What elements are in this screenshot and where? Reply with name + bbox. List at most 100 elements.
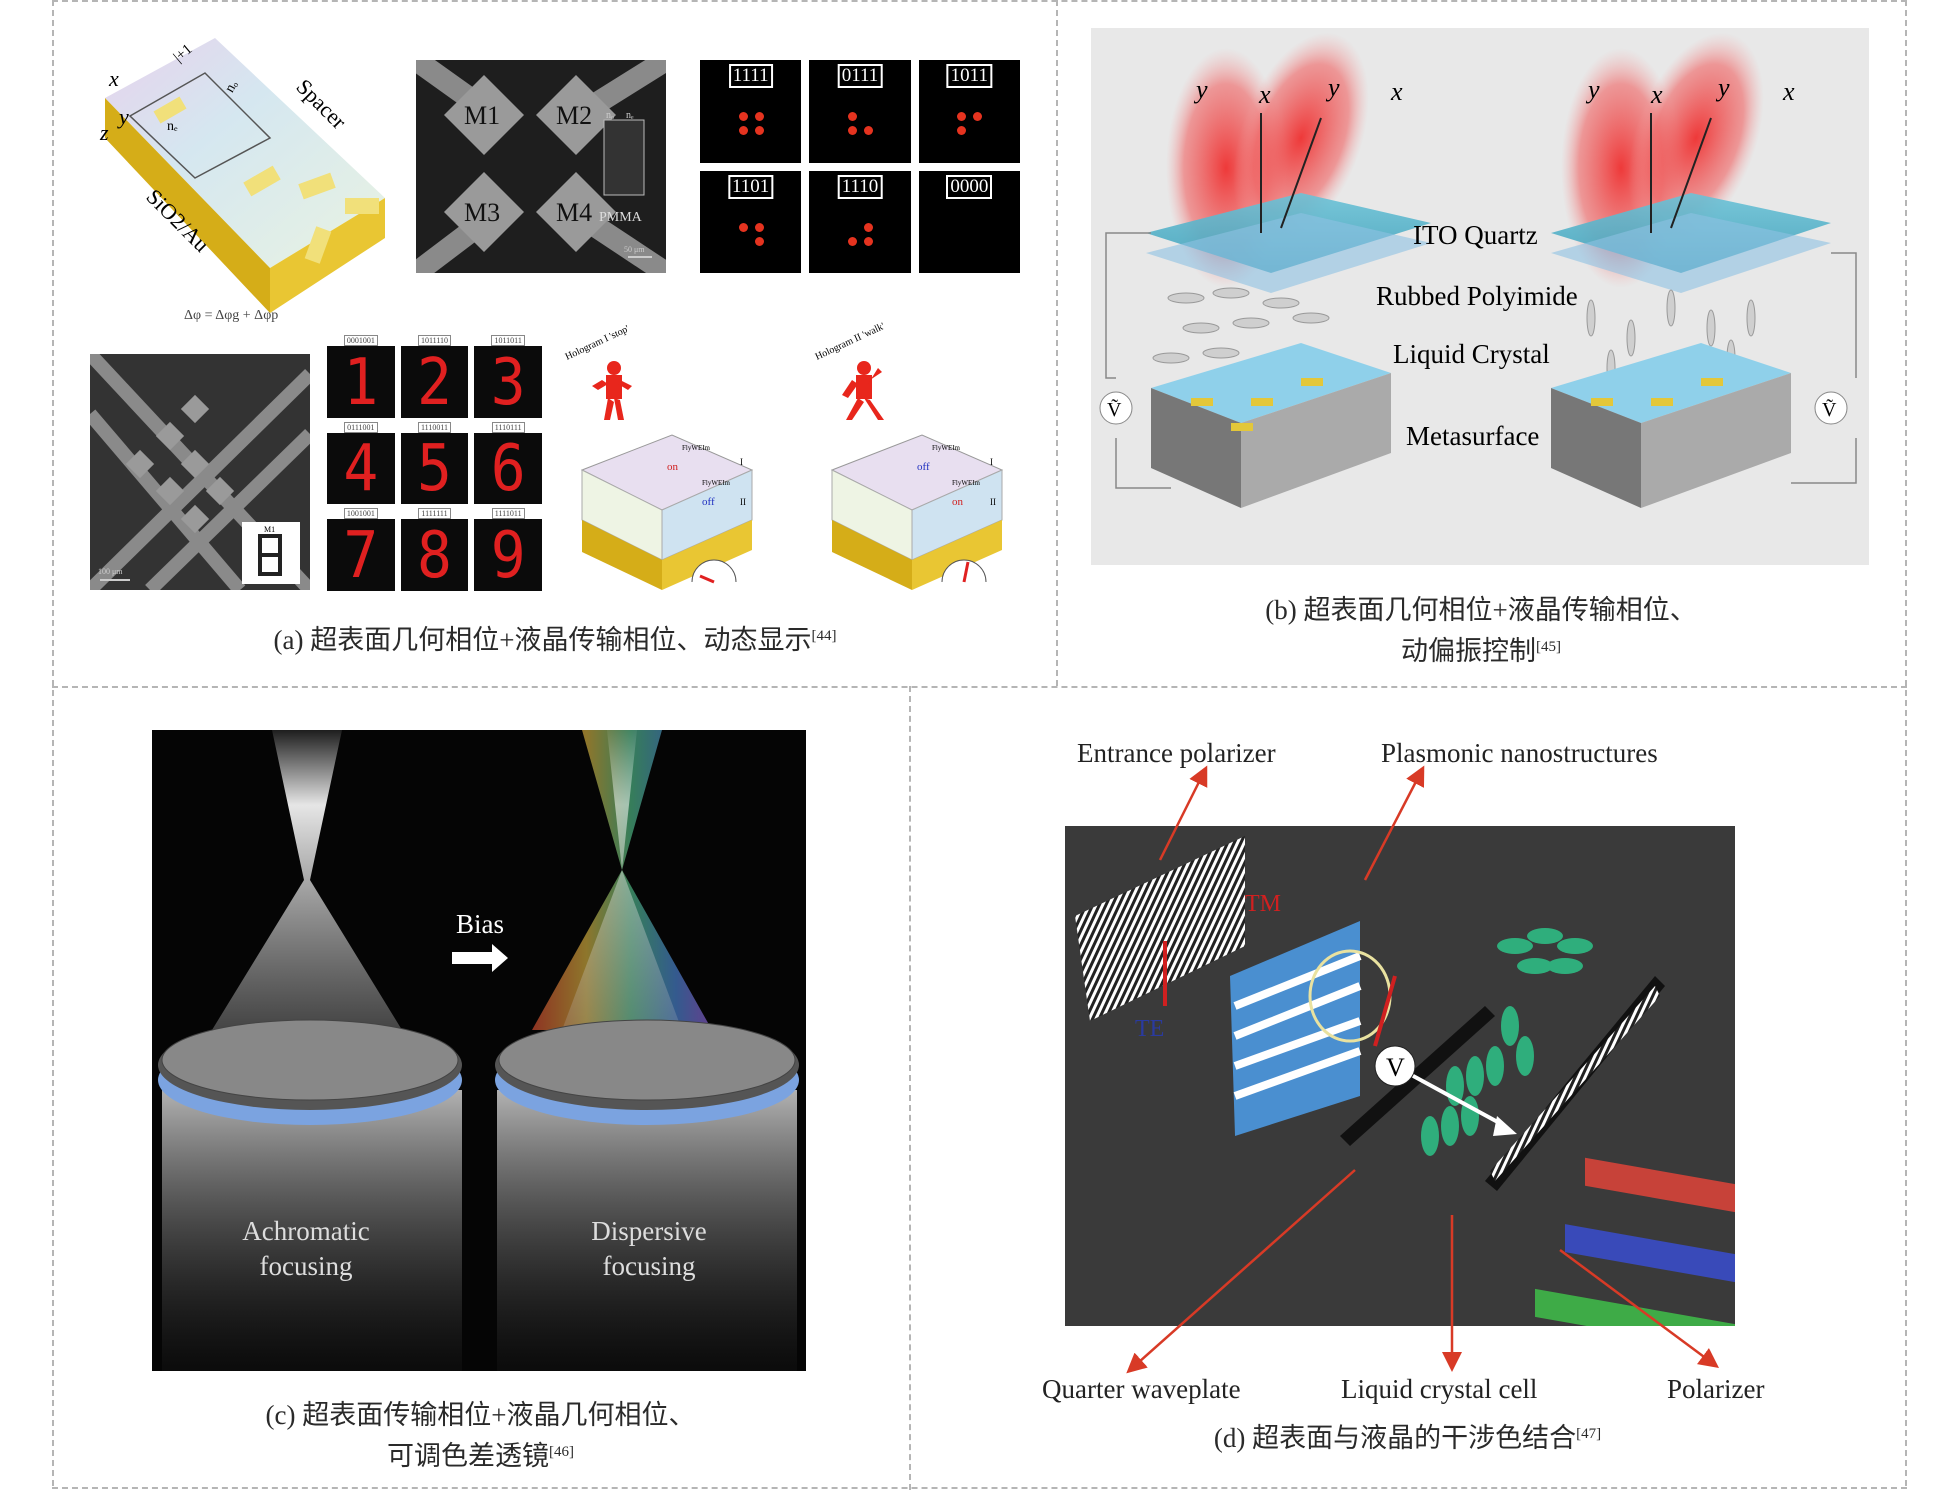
caption-d-ref: [47] bbox=[1576, 1426, 1602, 1442]
digit-value: 6 bbox=[490, 431, 526, 506]
code-label: 1011 bbox=[946, 64, 992, 88]
label-entrance-polarizer: Entrance polarizer bbox=[1077, 738, 1276, 768]
top-surface bbox=[105, 38, 385, 268]
hologram-dot bbox=[738, 126, 748, 135]
svg-text:x: x bbox=[1782, 77, 1795, 106]
svg-text:focusing: focusing bbox=[260, 1251, 353, 1281]
interference-color-diagram: V TM TE bbox=[1065, 826, 1735, 1326]
svg-text:y: y bbox=[1193, 75, 1208, 104]
code-label: 0111 bbox=[837, 64, 883, 88]
hologram-device-2: Hologram II 'walk' off on FlyWEIm FlyWEI… bbox=[814, 321, 1004, 590]
hologram-dot bbox=[863, 126, 873, 135]
caption-a-text: (a) 超表面几何相位+液晶传输相位、动态显示 bbox=[273, 625, 812, 655]
digit-code: 1111111 bbox=[418, 508, 451, 520]
achromatic-beam bbox=[212, 730, 402, 1030]
svg-text:M1: M1 bbox=[464, 101, 500, 130]
svg-text:M2: M2 bbox=[556, 101, 592, 130]
digit-display: 7 bbox=[327, 519, 395, 591]
svg-text:on: on bbox=[667, 461, 679, 473]
metasurface-unit-cell: x y z |+1 nₑ nₒ Spacer SiO2/Au bbox=[99, 38, 385, 313]
digit-code: 1011110 bbox=[417, 335, 452, 346]
code-label: 1111 bbox=[728, 64, 773, 88]
svg-text:Rubbed Polyimide: Rubbed Polyimide bbox=[1376, 281, 1578, 311]
left-device bbox=[1146, 32, 1431, 508]
digit-value: 5 bbox=[417, 431, 452, 506]
svg-text:M4: M4 bbox=[556, 198, 592, 227]
svg-text:nₑ: nₑ bbox=[626, 110, 634, 121]
svg-text:x: x bbox=[1650, 80, 1663, 109]
sem-image-m1-m4: M1 M2 M3 M4 nₒ nₑ PMMA 50 μm bbox=[416, 60, 666, 273]
digit-value: 9 bbox=[490, 517, 526, 593]
digit-display: 8 bbox=[400, 517, 469, 593]
svg-text:Dispersive: Dispersive bbox=[591, 1216, 706, 1246]
caption-c: (c) 超表面传输相位+液晶几何相位、 可调色差透镜[46] bbox=[52, 1395, 909, 1477]
frame-left bbox=[52, 0, 54, 1490]
digit-value: 3 bbox=[490, 344, 526, 420]
svg-text:TM: TM bbox=[1245, 891, 1281, 917]
caption-a-ref: [44] bbox=[811, 628, 837, 644]
svg-text:FlyWEIm: FlyWEIm bbox=[682, 444, 711, 452]
svg-text:x: x bbox=[1390, 77, 1403, 106]
hologram-dot bbox=[847, 236, 857, 246]
caption-c-line1: (c) 超表面传输相位+液晶几何相位、 bbox=[265, 1400, 696, 1430]
svg-text:M3: M3 bbox=[464, 198, 500, 227]
svg-text:ITO Quartz: ITO Quartz bbox=[1413, 220, 1538, 250]
frame-right bbox=[1905, 0, 1907, 1490]
hologram-dot bbox=[957, 112, 967, 121]
digit-display: 2 bbox=[400, 346, 469, 418]
code-hologram-tile: 0000 bbox=[918, 170, 1020, 273]
red-beam bbox=[1585, 1157, 1735, 1213]
caption-b-ref: [45] bbox=[1536, 639, 1561, 655]
hologram-dot bbox=[847, 126, 857, 135]
code-hologram-tile: 0111 bbox=[809, 60, 911, 163]
digit-display: 1 bbox=[327, 346, 395, 418]
svg-text:nₑ: nₑ bbox=[167, 119, 178, 134]
caption-d-text: (d) 超表面与液晶的干涉色结合 bbox=[1213, 1423, 1577, 1453]
caption-c-ref: [46] bbox=[549, 1444, 574, 1460]
svg-text:x: x bbox=[108, 66, 119, 91]
svg-text:y: y bbox=[1325, 73, 1340, 102]
green-beam bbox=[1535, 1288, 1735, 1326]
hologram-dot bbox=[863, 236, 873, 246]
code-label: 1101 bbox=[728, 174, 774, 199]
digit-value: 7 bbox=[343, 517, 379, 593]
svg-text:Achromatic: Achromatic bbox=[242, 1216, 369, 1246]
frame-top bbox=[52, 0, 1907, 2]
svg-text:Metasurface: Metasurface bbox=[1406, 421, 1539, 451]
svg-text:V: V bbox=[1386, 1053, 1405, 1082]
digit-value: 8 bbox=[417, 517, 452, 593]
voltage-arrow-icon bbox=[1493, 1116, 1517, 1136]
hologram-dot bbox=[863, 222, 873, 232]
divider-bottom-vertical bbox=[909, 686, 911, 1490]
svg-text:II: II bbox=[990, 497, 996, 507]
label-liquid-crystal-cell: Liquid crystal cell bbox=[1341, 1374, 1538, 1404]
hologram-dot bbox=[973, 112, 983, 121]
sem-image-seven-segment: M1 100 μm bbox=[90, 354, 310, 590]
svg-text:focusing: focusing bbox=[603, 1251, 696, 1281]
svg-text:II: II bbox=[740, 497, 746, 507]
code-hologram-tile: 1101 bbox=[700, 170, 802, 273]
code-hologram-tile: 1110 bbox=[809, 170, 911, 273]
svg-text:Hologram I 'stop': Hologram I 'stop' bbox=[564, 323, 632, 362]
lc-box bbox=[128, 72, 272, 179]
digit-value: 4 bbox=[343, 431, 379, 506]
svg-text:Liquid Crystal: Liquid Crystal bbox=[1393, 339, 1550, 369]
svg-text:50 μm: 50 μm bbox=[624, 245, 645, 254]
svg-text:on: on bbox=[952, 496, 964, 508]
digit-code: 1111011 bbox=[491, 508, 525, 520]
digit-code: 0111001 bbox=[344, 421, 378, 433]
svg-text:TE: TE bbox=[1135, 1016, 1164, 1042]
hologram-dot bbox=[754, 112, 764, 121]
caption-c-line2: 可调色差透镜 bbox=[387, 1441, 549, 1471]
code-hologram-tile: 1111 bbox=[700, 60, 802, 163]
digit-code: 1001001 bbox=[343, 508, 378, 520]
digit-display: 5 bbox=[400, 431, 469, 506]
traffic-figure-icon bbox=[592, 361, 632, 420]
